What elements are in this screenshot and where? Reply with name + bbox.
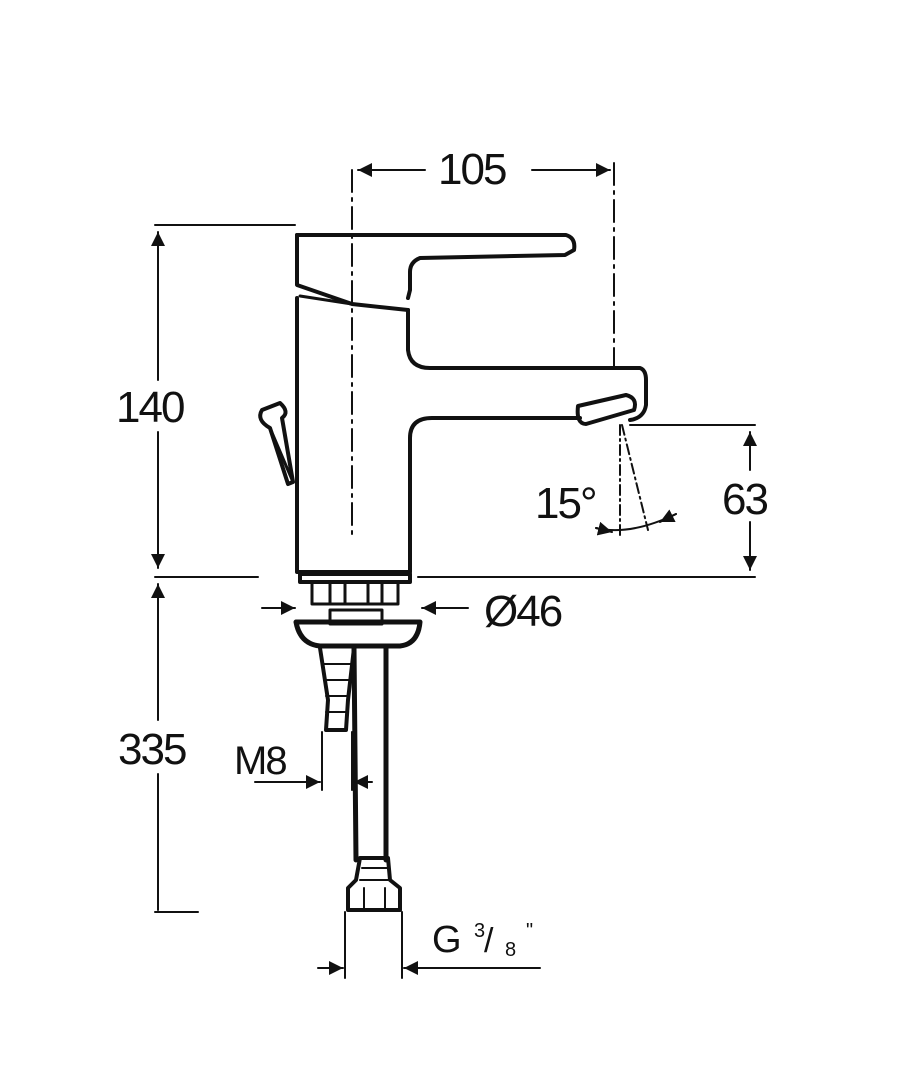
spout-aerator (575, 393, 637, 426)
lever-handle (295, 233, 577, 300)
svg-text:": " (526, 920, 533, 942)
label-140: 140 (116, 383, 184, 432)
threaded-rod (318, 646, 356, 732)
faucet-body (295, 296, 582, 574)
svg-text:G: G (432, 919, 461, 961)
lever-handle-base (295, 233, 410, 312)
label-g-thread: G 3 / 8 " (432, 919, 533, 961)
spout-top (406, 308, 648, 422)
svg-text:3: 3 (474, 920, 485, 942)
washer (293, 619, 423, 649)
label-15-degrees: 15° (535, 479, 596, 528)
popup-lever (258, 401, 295, 486)
popup-lever-rod (268, 426, 295, 484)
hose-left (351, 645, 359, 863)
hose-nut (346, 856, 402, 912)
label-m8: M8 (234, 739, 286, 783)
label-63: 63 (722, 475, 767, 524)
label-diameter-46: Ø46 (484, 587, 562, 636)
svg-text:8: 8 (505, 939, 516, 961)
label-105: 105 (438, 145, 506, 194)
angle-arc (595, 513, 677, 532)
lever-bottom-edge (298, 294, 354, 306)
svg-text:/: / (484, 922, 494, 960)
spout-angle-line (621, 424, 649, 531)
base-ring (310, 580, 400, 606)
label-335: 335 (118, 725, 186, 774)
